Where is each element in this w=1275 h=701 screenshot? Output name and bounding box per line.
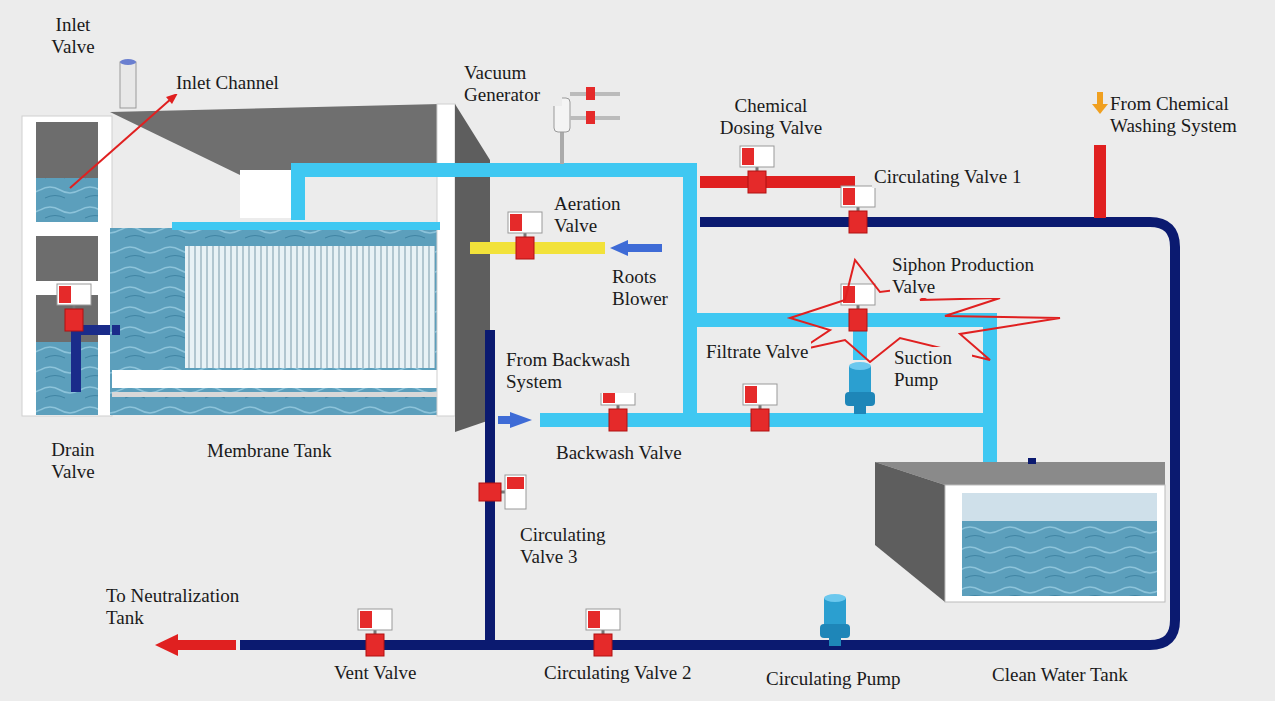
part-label: Circulating Valve 1 [872,166,1023,188]
part-label: Siphon Production Valve [890,254,1066,298]
part-label: Inlet Channel [174,72,281,94]
part-label: Inlet Valve [40,14,106,58]
part-label: Circulating Valve 3 [518,524,626,568]
part-label: Drain Valve [40,439,106,483]
part-label: From Backwash System [504,349,640,393]
part-label: Membrane Tank [205,440,333,462]
part-label: Clean Water Tank [990,664,1130,686]
part-label: Chemical Dosing Valve [708,95,834,139]
part-label: Aeration Valve [552,193,638,237]
part-label: To Neutralization Tank [104,585,270,629]
part-label: From Chemical Washing System [1108,93,1266,137]
part-label: Circulating Valve 2 [542,662,693,684]
part-label: Suction Pump [892,347,972,391]
part-label: Vacuum Generator [462,62,562,106]
part-label: Vent Valve [332,662,419,684]
part-label: Circulating Pump [764,668,903,690]
part-label: Roots Blower [610,266,680,310]
part-label: Filtrate Valve [704,341,811,363]
part-label: Backwash Valve [554,442,684,464]
